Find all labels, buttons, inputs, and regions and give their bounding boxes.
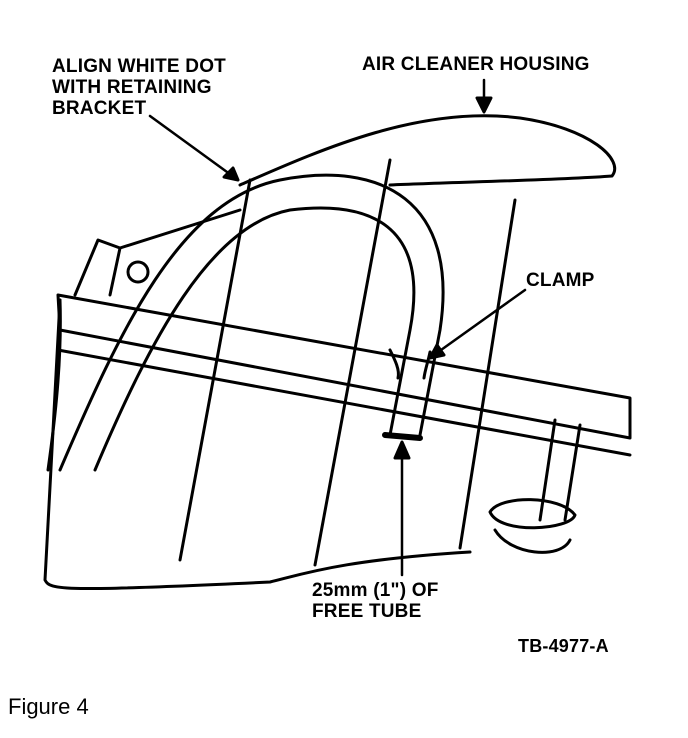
clamp-arrow	[432, 288, 527, 357]
free-tube-label: 25mm (1") OF FREE TUBE	[312, 580, 439, 622]
air-cleaner-housing-label: AIR CLEANER HOUSING	[362, 54, 590, 75]
housing-dome	[238, 114, 617, 187]
hose-inner	[93, 206, 416, 472]
align-arrow	[148, 114, 240, 182]
retaining-bracket	[56, 293, 632, 440]
housing-body	[43, 298, 472, 591]
align-white-dot-label: ALIGN WHITE DOT WITH RETAINING BRACKET	[52, 56, 226, 119]
figure-caption: Figure 4	[8, 694, 89, 719]
clamp-label: CLAMP	[526, 270, 595, 291]
clamp-ring	[388, 348, 432, 380]
figure-code-label: TB-4977-A	[518, 636, 609, 656]
hose-outer	[58, 173, 445, 472]
